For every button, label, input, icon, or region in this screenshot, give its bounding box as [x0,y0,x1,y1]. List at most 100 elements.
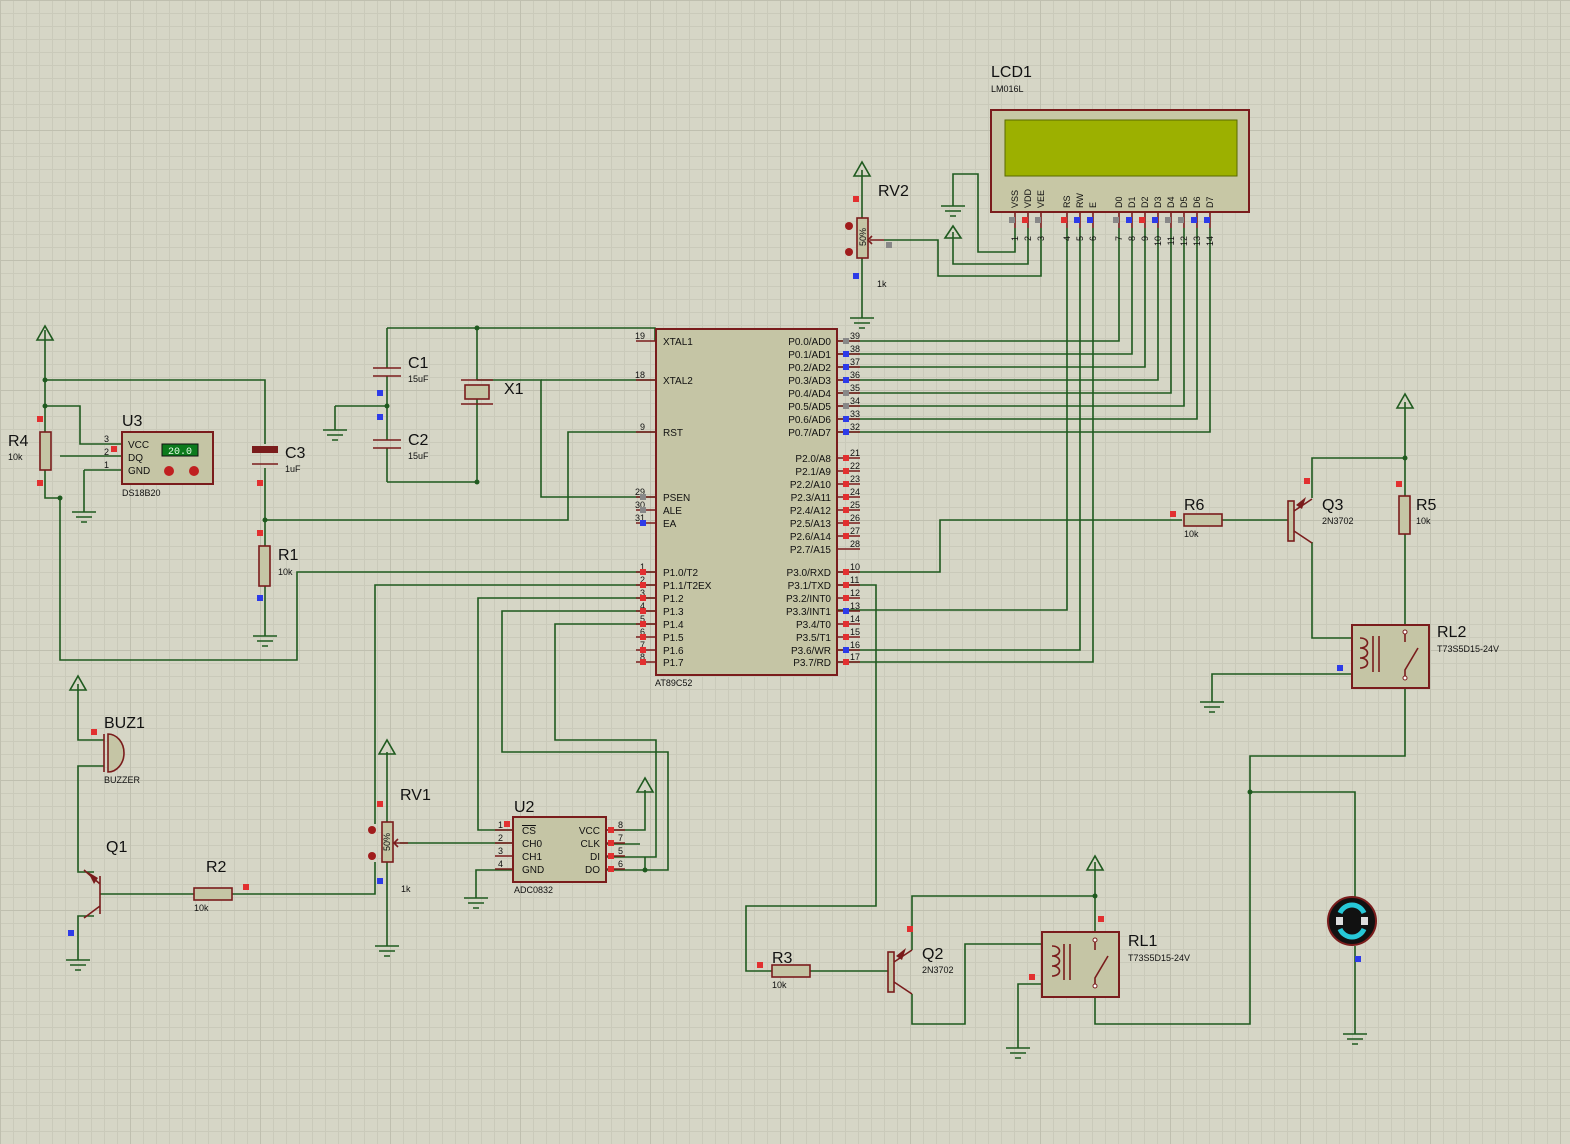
mcu-pin-state [843,455,849,461]
transistor-q3[interactable]: Q3 2N3702 [1287,478,1354,544]
lcd-pin-state [1074,217,1080,223]
r2-ref: R2 [206,859,227,876]
lcd-pin-label-d2: D2 [1140,196,1150,208]
q3-part: 2N3702 [1322,516,1354,526]
lcd-pin-label-d7: D7 [1205,196,1215,208]
mcu-pin-state [843,390,849,396]
resistor-r4[interactable]: R4 10k [8,416,52,486]
ground-symbols [66,205,1367,1059]
adc-pin-state [504,821,510,827]
lcd-pin-label-vee: VEE [1036,190,1046,208]
mcu-pin-label: P2.3/A11 [791,493,832,504]
rv1-ref: RV1 [400,787,431,804]
relay-rl2[interactable]: RL2 T73S5D15-24V [1337,624,1499,689]
capacitor-c3[interactable]: C3 1uF [252,445,306,486]
lcd-pin-state [1204,217,1210,223]
mcu-pin-number: 1 [640,562,645,572]
lcd-pin-label-e: E [1088,202,1098,208]
mcu-pin-state [640,494,646,500]
mcu-pin-number: 12 [850,588,860,598]
adc-pin-state [608,866,614,872]
adc-pin-number: 1 [498,820,503,830]
mcu-pin-state [843,416,849,422]
sensor-ds18b20[interactable]: U3 20.0 VCC DQ GND 3 2 1 DS18B20 [104,413,214,498]
mcu-pin-number: 6 [640,627,645,637]
mcu-pin-state [843,647,849,653]
mcu-pin-label: P1.0/T2 [663,568,698,579]
lcd-pin-number: 8 [1127,236,1137,241]
mcu-pin-number: 24 [850,487,860,497]
mcu-pin-state [843,582,849,588]
mcu-pin-label: P1.2 [663,594,684,605]
adc-pin-label: CH1 [522,852,542,863]
rv2-value: 1k [877,279,887,289]
mcu-pin-label: P2.4/A12 [790,506,832,517]
mcu-pin-number: 32 [850,422,860,432]
lcd-pin-label-d1: D1 [1127,196,1137,208]
buz1-part: BUZZER [104,775,141,785]
rv1-value: 1k [401,884,411,894]
mcu-pin-state [640,582,646,588]
crystal-x1[interactable]: X1 [461,379,524,405]
mcu-pin-number: 33 [850,409,860,419]
mcu-left-pins: XTAL119XTAL218RST9PSEN29ALE30EA31P1.0/T2… [635,331,712,669]
resistor-r1[interactable]: R1 10k [257,530,299,601]
u2-part: ADC0832 [514,885,553,895]
mcu-pin-label: P1.6 [663,646,684,657]
mcu-right-pins: P0.0/AD039P0.1/AD138P0.2/AD237P0.3/AD336… [786,331,860,669]
adc-pin-number: 3 [498,846,503,856]
q2-part: 2N3702 [922,965,954,975]
mcu-pin-state [843,608,849,614]
junctions [42,325,1408,899]
buzzer-buz1[interactable]: BUZ1 BUZZER [91,715,145,785]
lcd-pin-state [1191,217,1197,223]
r5-ref: R5 [1416,497,1437,514]
lcd-pin-label-d6: D6 [1192,196,1202,208]
resistor-r5[interactable]: R5 10k [1396,481,1437,535]
lcd-pins: VSS1VDD2VEE3RS4RW5E6D07D18D29D310D411D51… [1009,188,1215,246]
mcu-pin-label: P3.5/T1 [796,633,831,644]
microcontroller-at89c52[interactable]: AT89C52 XTAL119XTAL218RST9PSEN29ALE30EA3… [635,328,860,688]
mcu-pin-label: P1.5 [663,633,684,644]
mcu-part: AT89C52 [655,678,692,688]
lcd-part: LM016L [991,84,1024,94]
lcd-pin-number: 12 [1179,236,1189,246]
power-symbols [35,160,1415,871]
rl2-part: T73S5D15-24V [1437,644,1499,654]
mcu-pin-label: P2.5/A13 [790,519,832,530]
mcu-pin-number: 25 [850,500,860,510]
lcd-pin-state [1061,217,1067,223]
mcu-pin-state [843,507,849,513]
lcd-pin-state [1152,217,1158,223]
lcd-pin-number: 2 [1023,236,1033,241]
dc-motor[interactable] [1327,896,1377,962]
lcd-pin-state [1113,217,1119,223]
transistor-q1[interactable]: Q1 [68,839,127,936]
capacitor-c1[interactable]: C1 15uF [373,355,429,396]
lcd-pin-label-vdd: VDD [1023,188,1033,208]
resistor-r3[interactable]: R3 10k [757,950,811,990]
transistor-q2[interactable]: Q2 2N3702 [887,926,954,995]
resistor-r6[interactable]: R6 10k [1170,497,1223,539]
mcu-pin-number: 26 [850,513,860,523]
mcu-pin-label: P1.3 [663,607,684,618]
mcu-pin-state [843,338,849,344]
capacitor-c2[interactable]: C2 15uF [373,414,429,461]
resistor-r2[interactable]: R2 10k [193,859,249,913]
mcu-pin-state [843,377,849,383]
r3-value: 10k [772,980,787,990]
c2-ref: C2 [408,432,429,449]
r1-value: 10k [278,567,293,577]
lcd-pin-label-d4: D4 [1166,196,1176,208]
q1-ref: Q1 [106,839,127,856]
lcd-pin-number: 9 [1140,236,1150,241]
lcd-module[interactable]: LCD1 LM016L VSS1VDD2VEE3RS4RW5E6D07D18D2… [990,64,1250,246]
relay-rl1[interactable]: RL1 T73S5D15-24V [1029,916,1190,998]
r4-ref: R4 [8,433,29,450]
potentiometer-rv2[interactable]: RV2 50% 1k [845,183,909,289]
potentiometer-rv1[interactable]: RV1 50% 1k [368,787,431,894]
lcd-pin-number: 4 [1062,236,1072,241]
